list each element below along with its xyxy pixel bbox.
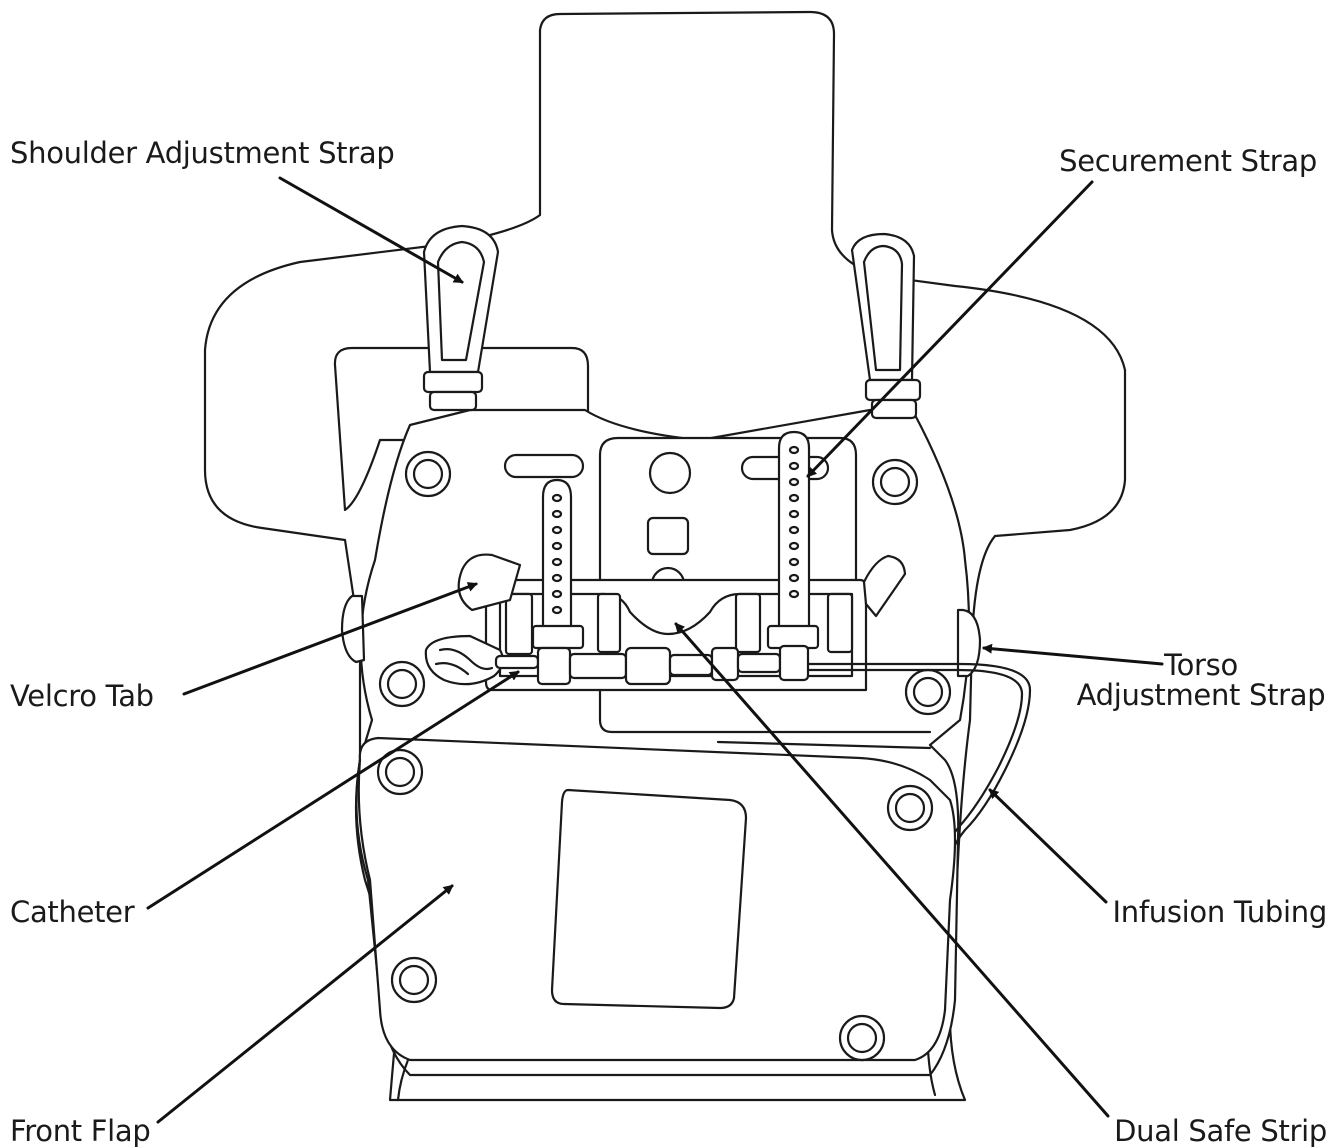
securement-strap-left-holes	[551, 493, 563, 615]
arrow-velcro-tab	[182, 582, 478, 696]
leader-arrows	[146, 176, 1164, 1124]
chest-panel	[598, 436, 858, 592]
left-strap-buckle	[422, 370, 484, 394]
velcro-tab-flap-right	[862, 554, 907, 618]
vest-lower-panel	[598, 688, 932, 734]
body-lower-left	[396, 1058, 410, 1102]
chest-panel-window	[646, 516, 690, 556]
arrow-securement-strap	[806, 180, 1094, 478]
label-shoulder-adjustment-strap: Shoulder Adjustment Strap	[10, 136, 395, 170]
right-strap-inner	[862, 244, 904, 372]
label-velcro-tab: Velcro Tab	[10, 679, 154, 713]
arrow-catheter	[146, 670, 520, 910]
left-strap-buckle-lower	[428, 390, 478, 412]
arrow-torso-adjustment-strap	[982, 643, 1164, 666]
right-shoulder-strap	[850, 232, 916, 382]
label-torso-adjustment-strap: Torso Adjustment Strap	[1071, 650, 1331, 710]
label-catheter: Catheter	[10, 895, 135, 929]
grommets-flap	[376, 748, 934, 1062]
catheter-assembly	[424, 634, 810, 686]
securement-strap-left	[541, 478, 573, 630]
velcro-tab-right-b	[826, 592, 854, 654]
label-front-flap: Front Flap	[10, 1114, 151, 1148]
dual-safe-strip-inner	[498, 592, 854, 678]
label-infusion-tubing: Infusion Tubing	[1112, 895, 1328, 929]
vest-lower-seam	[716, 740, 932, 750]
label-dual-safe-strip: Dual Safe Strip	[1114, 1114, 1327, 1148]
velcro-tab-flap	[457, 553, 522, 612]
securement-strap-left-clip	[531, 624, 585, 650]
torso-adjustment-strap-right	[956, 608, 982, 678]
left-shoulder-strap	[422, 224, 500, 374]
arrow-shoulder-adjustment-strap	[278, 176, 464, 284]
arrow-front-flap	[156, 884, 454, 1124]
chest-panel-hole-top	[648, 451, 692, 495]
label-torso-line2: Adjustment Strap	[1076, 678, 1326, 712]
arrow-dual-safe-strip	[674, 622, 1110, 1118]
securement-strap-right-clip	[766, 624, 820, 650]
label-torso-line1: Torso	[1164, 648, 1238, 682]
arrow-infusion-tubing	[988, 788, 1108, 904]
left-strap-inner	[436, 240, 486, 362]
velcro-tab-left-a	[504, 592, 534, 656]
velcro-tab-right-a	[734, 592, 762, 654]
velcro-tab-left-b	[596, 592, 622, 654]
label-securement-strap: Securement Strap	[1059, 144, 1317, 178]
vest-slot-left	[503, 453, 585, 479]
front-flap-window	[550, 788, 748, 1010]
securement-strap-right-holes	[788, 445, 800, 599]
